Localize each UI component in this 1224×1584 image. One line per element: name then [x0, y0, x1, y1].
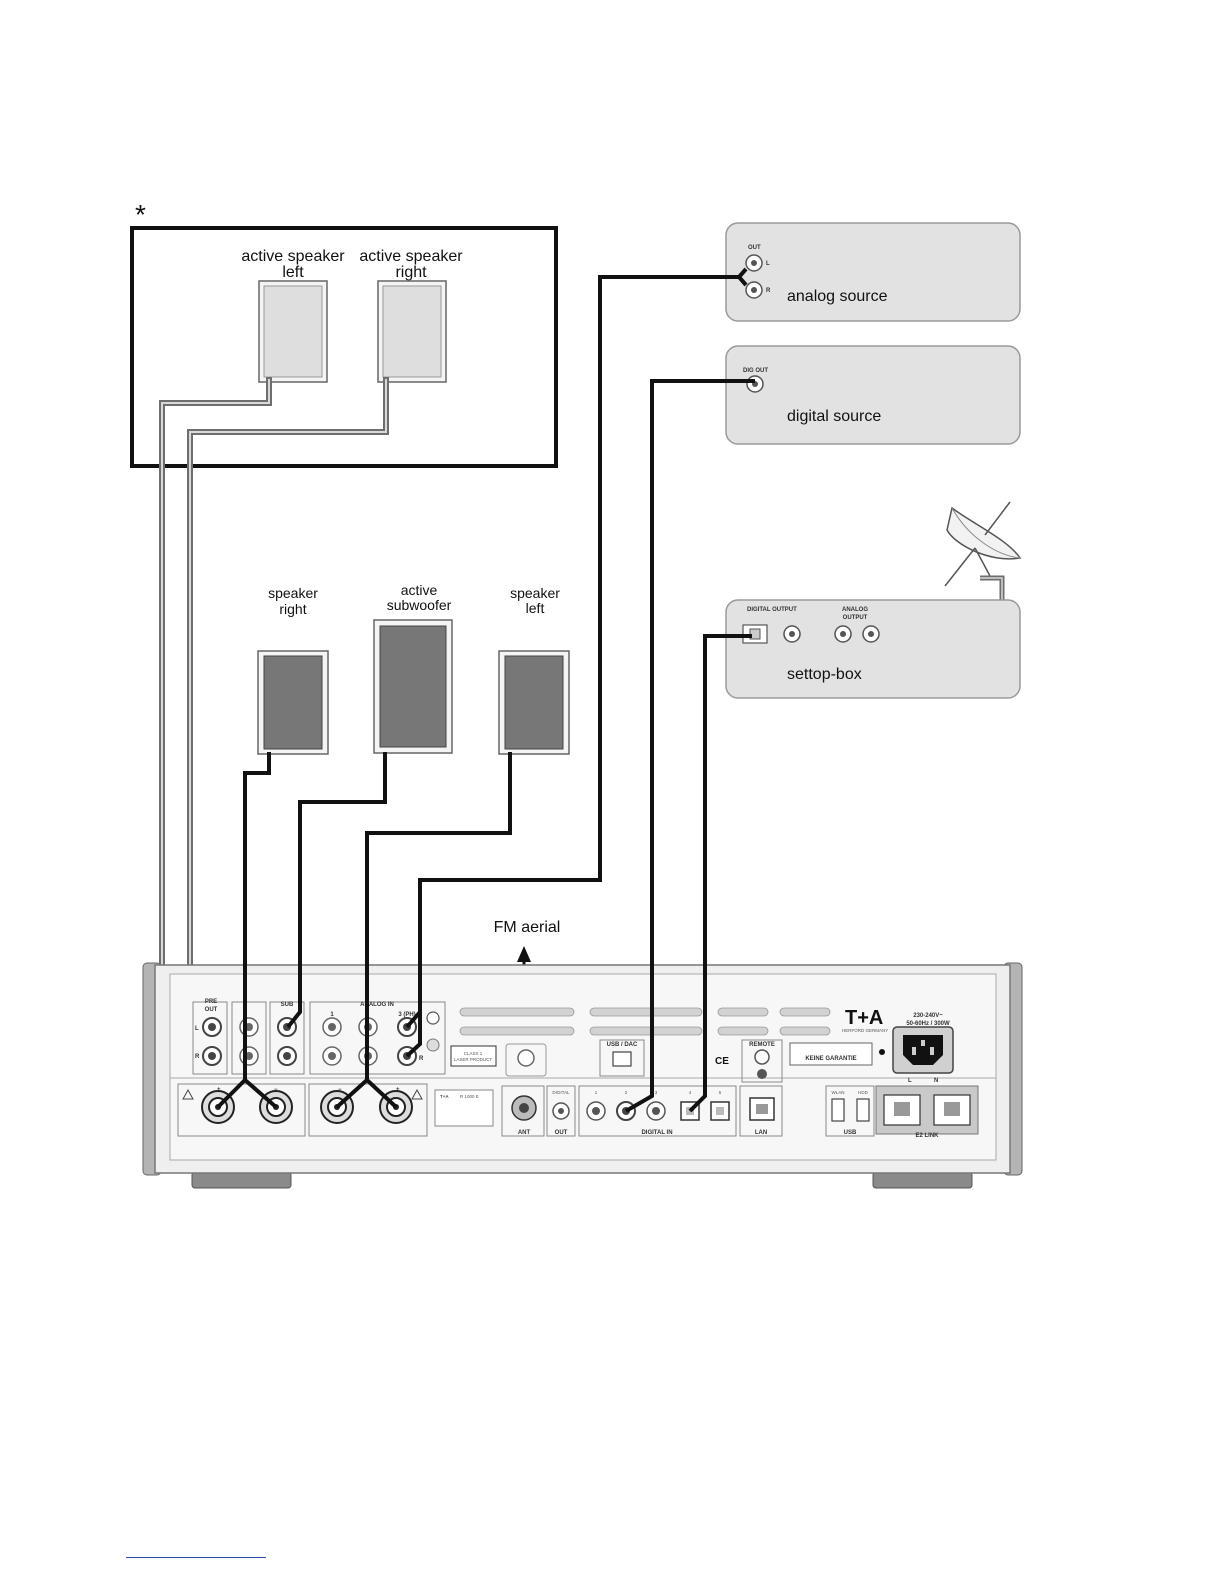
settop-analog-output-label-line2: OUTPUT [843, 615, 868, 621]
brand-subtitle: HERFORD GERMANY [842, 1028, 888, 1033]
analog-in-3-label: 3 (PH) [398, 1012, 415, 1018]
amplifier-rear-panel: PRE OUT L R SUB ANALOG IN 1 3 (PH) [142, 962, 1023, 1189]
active-speaker-left-label-line2: left [282, 264, 304, 281]
analog-source-label: analog source [787, 288, 888, 305]
active-speaker-right-label-line1: active speaker [359, 248, 463, 265]
speaker-right-label-line1: speaker [268, 585, 318, 601]
hdd-label: HDD [858, 1090, 868, 1095]
out-label: OUT [555, 1130, 568, 1136]
satellite-dish-icon [944, 501, 1022, 600]
usb-dac-label: USB / DAC [607, 1042, 638, 1048]
left-terminal-plus: + [217, 1087, 221, 1093]
fm-aerial-label: FM aerial [494, 919, 561, 936]
analog-source-device: OUT L R analog source [725, 222, 1021, 322]
speaker-right-icon [257, 650, 329, 755]
pre-out-label-line1: PRE [205, 999, 217, 1005]
digital-in-jacks [586, 1101, 730, 1121]
analog-in-label: ANALOG IN [360, 1002, 394, 1008]
right-terminal-plus: + [396, 1087, 400, 1093]
speaker-left-icon [498, 650, 570, 755]
class1-label-line1: CLASS 1 [464, 1051, 483, 1056]
ce-mark: CE [715, 1056, 729, 1067]
speaker-right-label-line2: right [279, 601, 306, 617]
power-rating-line2: 50-60Hz / 300W [906, 1021, 950, 1027]
right-terminal-minus: − [338, 1087, 342, 1093]
asterisk-footnote-mark: * [135, 199, 146, 230]
black-cables [216, 267, 755, 1113]
active-speaker-group-frame [130, 226, 558, 468]
digital-in-num-1: 1 [595, 1090, 598, 1095]
analog-source-l-mark: L [766, 261, 770, 267]
digital-in-num-5: 5 [719, 1090, 722, 1095]
settop-analog-output-label-line1: ANALOG [842, 607, 868, 613]
model-plate-brand: T+A [440, 1094, 449, 1099]
power-rating-line1: 230-240V~ [913, 1013, 943, 1019]
usb-label: USB [844, 1130, 857, 1136]
digital-in-label: DIGITAL IN [641, 1130, 672, 1136]
active-speaker-right-icon [377, 280, 447, 383]
pre-out-label-line2: OUT [205, 1007, 218, 1013]
footnote-rule [126, 1557, 266, 1558]
power-inlet: L N [892, 1026, 954, 1084]
ant-label: ANT [518, 1130, 531, 1136]
settop-box-label: settop-box [787, 666, 862, 683]
digital-out-label: DIGITAL [552, 1090, 570, 1095]
analog-source-r-mark: R [766, 288, 771, 294]
settop-box-device: DIGITAL OUTPUT ANALOG OUTPUT settop-box [725, 599, 1021, 699]
lan-label: LAN [755, 1130, 767, 1136]
digital-source-device: DIG OUT digital source [725, 345, 1021, 445]
subwoofer-icon [373, 619, 453, 754]
subwoofer-label-line1: active [401, 582, 438, 598]
pre-out-jacks [202, 1017, 222, 1066]
pre-out-l-mark: L [195, 1026, 199, 1032]
settop-digital-output-label: DIGITAL OUTPUT [747, 607, 797, 613]
digital-in-numbers: 1 2 3 4 5 [595, 1090, 722, 1095]
class1-label-line2: LASER PRODUCT [454, 1057, 493, 1062]
pre-out-r-mark: R [195, 1054, 200, 1060]
digital-in-num-4: 4 [689, 1090, 692, 1095]
analog-in-r-mark: R [419, 1056, 424, 1062]
power-n-mark: N [934, 1078, 938, 1084]
remote-label: REMOTE [749, 1042, 775, 1048]
analog-in-1-label: 1 [330, 1012, 334, 1018]
wlan-label: WLAN [831, 1090, 844, 1095]
power-l-mark: L [908, 1078, 912, 1084]
speaker-left-label-line1: speaker [510, 585, 560, 601]
e2-link-label: E2 LINK [915, 1133, 939, 1139]
dig-out-jack-label: DIG OUT [743, 368, 768, 374]
active-speaker-right-label-line2: right [395, 264, 427, 281]
active-speaker-left-icon [258, 280, 328, 383]
speaker-left-label-line2: left [526, 600, 545, 616]
digital-source-label: digital source [787, 408, 881, 425]
digital-in-num-2: 2 [625, 1090, 628, 1095]
subwoofer-label-line2: subwoofer [387, 597, 452, 613]
model-plate-model: R 1000 E [460, 1094, 479, 1099]
active-speaker-left-label-line1: active speaker [241, 248, 345, 265]
sub-label: SUB [281, 1002, 294, 1008]
keine-garantie-label: KEINE GARANTIE [805, 1056, 856, 1062]
analog-out-jack-label: OUT [748, 245, 761, 251]
digital-in-num-3: 3 [655, 1090, 658, 1095]
brand-logo-text: T+A [845, 1007, 883, 1029]
